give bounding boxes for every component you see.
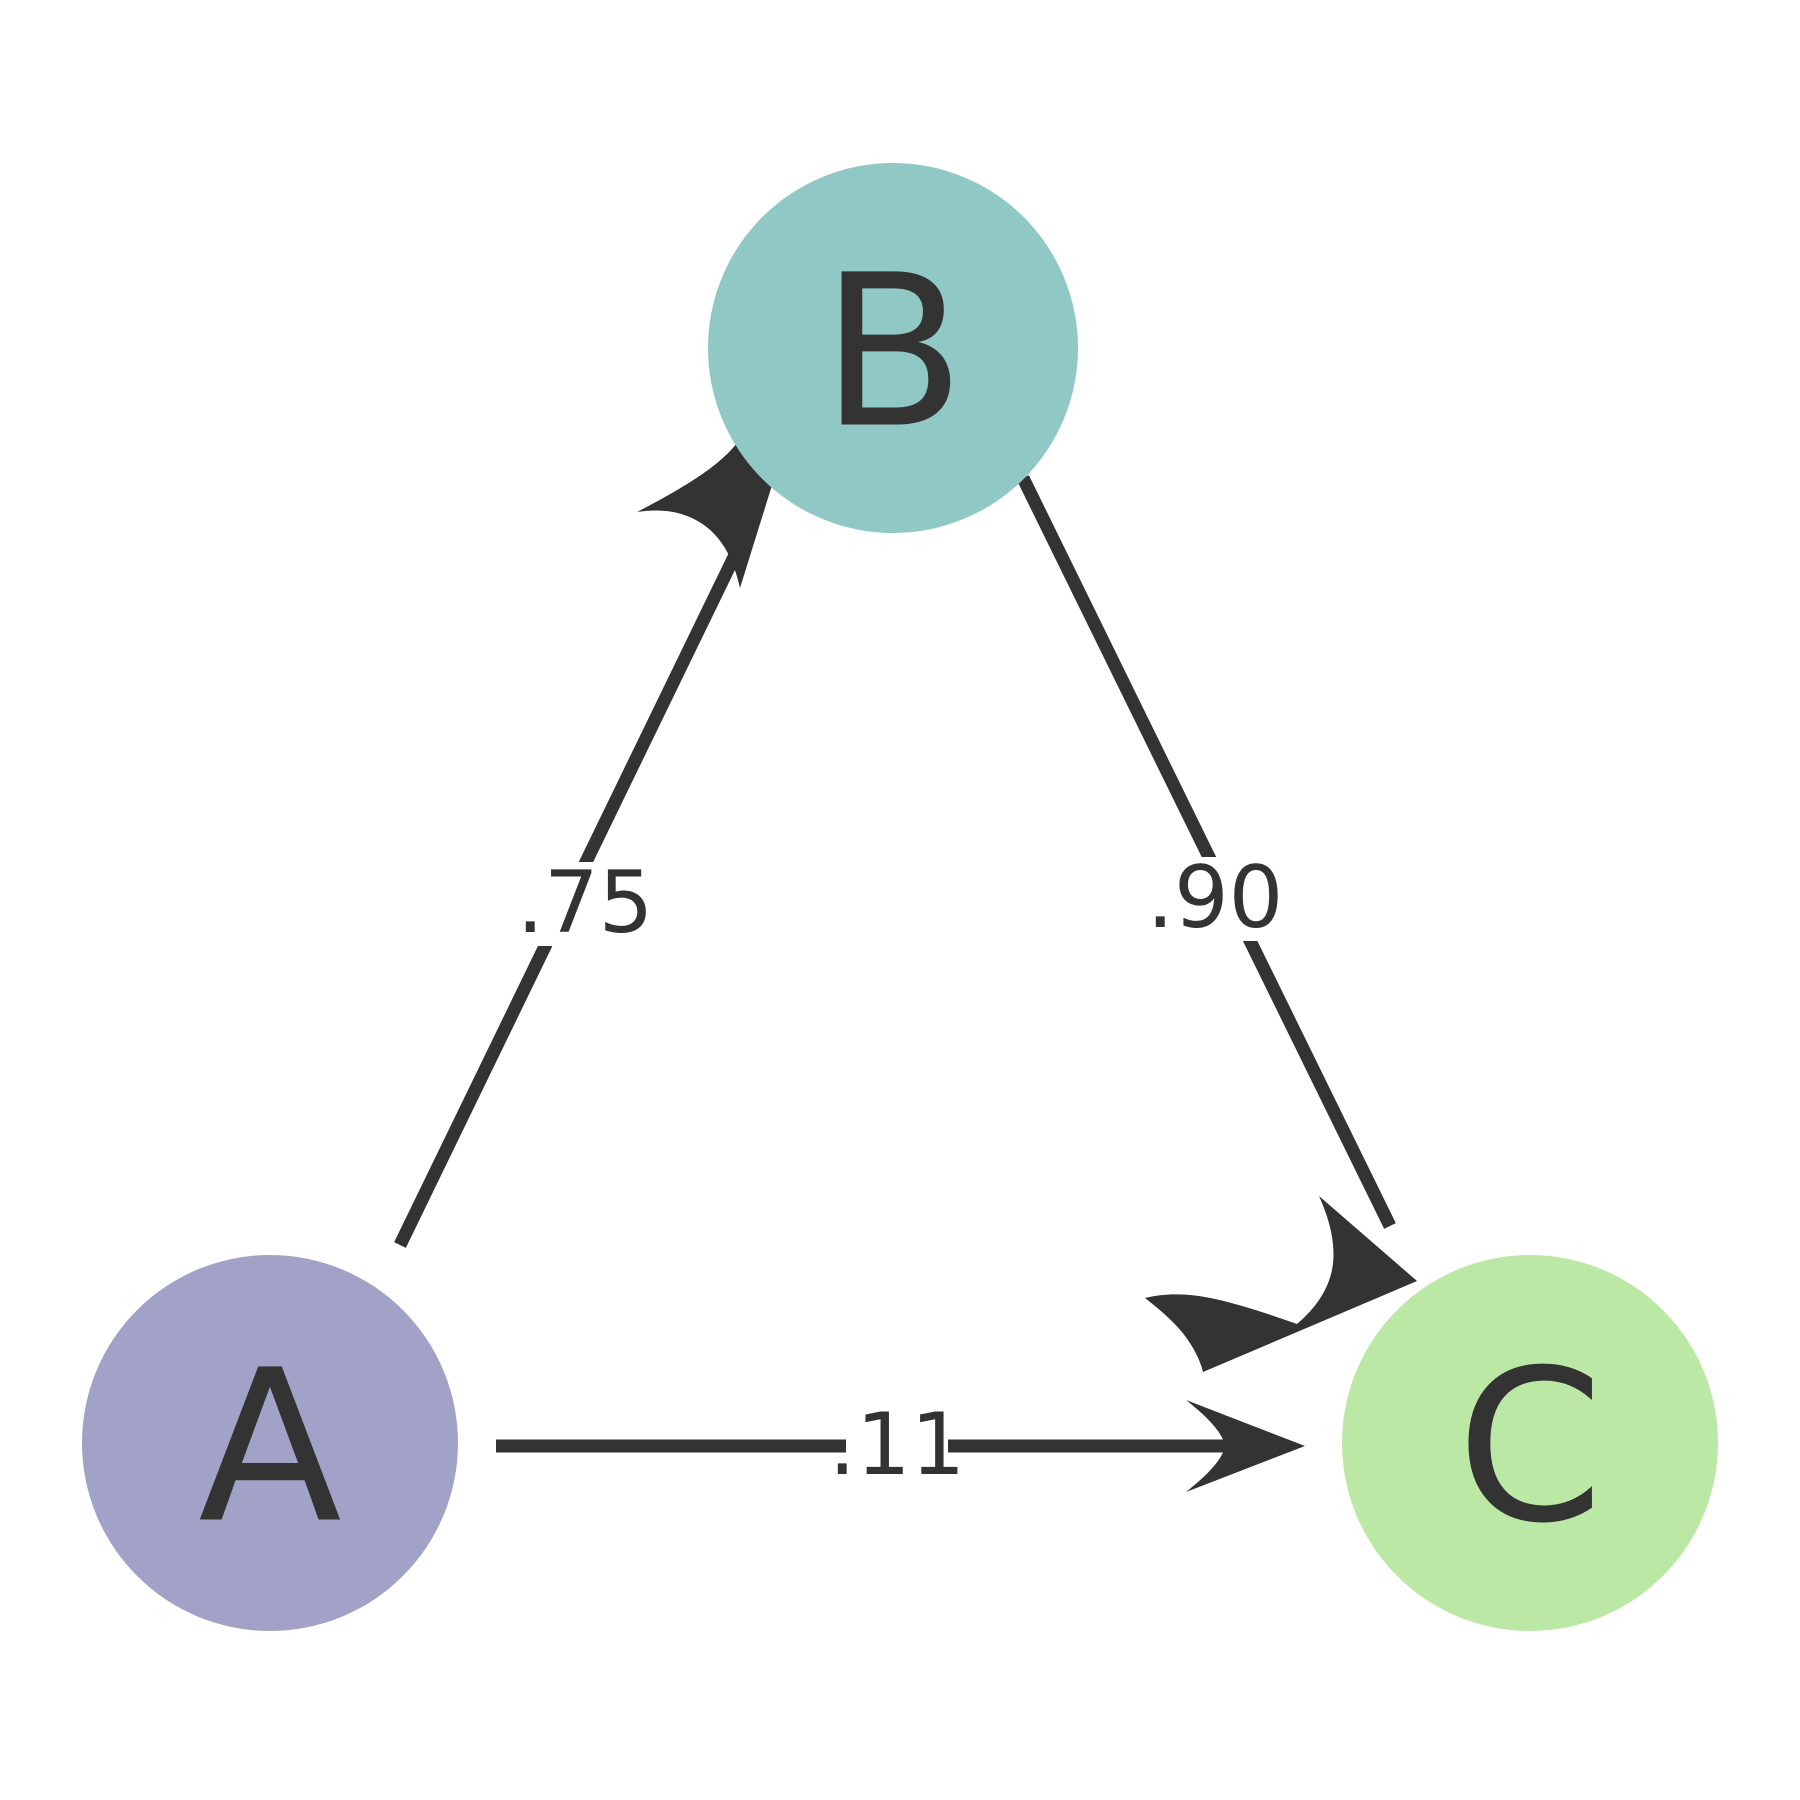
node-b-circle[interactable] bbox=[708, 163, 1078, 533]
node-a-label: A bbox=[198, 1325, 342, 1570]
node-c-circle[interactable] bbox=[1342, 1255, 1718, 1631]
edge-b-to-c-label-bg bbox=[1166, 857, 1266, 941]
node-c[interactable]: C bbox=[1342, 1255, 1718, 1631]
edge-a-to-c-label: .11 bbox=[829, 1395, 966, 1495]
node-b-label: B bbox=[821, 230, 965, 475]
edge-a-to-b-label-bg bbox=[536, 862, 636, 946]
edge-a-to-c-label-bg bbox=[846, 1404, 948, 1488]
edge-a-to-b-label: .75 bbox=[517, 853, 654, 953]
edge-b-to-c[interactable]: .90 bbox=[1017, 475, 1417, 1372]
node-a[interactable]: A bbox=[82, 1255, 458, 1631]
edge-a-to-b[interactable]: .75 bbox=[394, 411, 778, 1248]
edge-a-to-c-arrowhead bbox=[1186, 1400, 1305, 1492]
node-a-circle[interactable] bbox=[82, 1255, 458, 1631]
edge-b-to-c-label: .90 bbox=[1147, 848, 1284, 948]
edge-b-to-c-line bbox=[1017, 475, 1396, 1229]
node-c-label: C bbox=[1457, 1325, 1604, 1570]
node-b[interactable]: B bbox=[708, 163, 1078, 533]
edge-b-to-c-arrowhead bbox=[1145, 1196, 1417, 1372]
edge-a-to-c[interactable]: .11 bbox=[496, 1395, 1305, 1495]
